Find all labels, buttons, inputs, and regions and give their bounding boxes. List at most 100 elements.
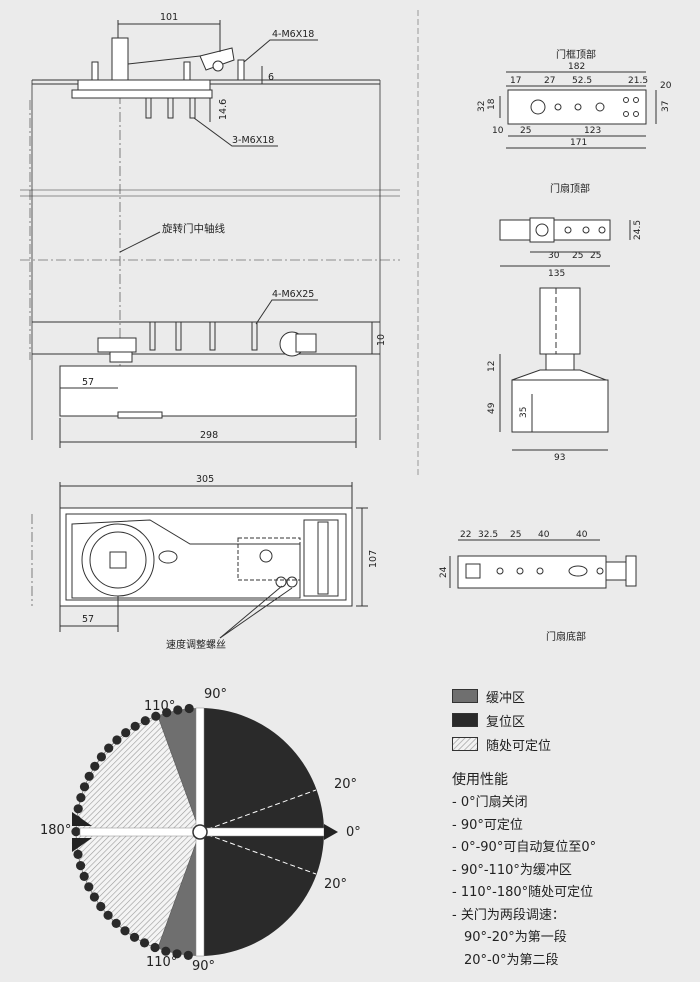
- leaf-bottom-dim-40a: 40: [538, 530, 550, 540]
- frame-dim-25: 25: [520, 126, 531, 136]
- angle-90-bottom: 90°: [192, 959, 215, 974]
- angle-0: 0°: [346, 825, 361, 840]
- dim-3-m6x18: 3-M6X18: [232, 135, 274, 146]
- frame-dim-10: 10: [492, 126, 504, 136]
- leaf-bottom-title: 门扇底部: [546, 630, 586, 643]
- dim-107: 107: [368, 550, 379, 568]
- swing-dot: [139, 938, 150, 948]
- swing-dot: [129, 932, 140, 942]
- angle-20-top: 20°: [334, 777, 357, 792]
- speed-screw-label: 速度调整螺丝: [166, 638, 226, 651]
- buffer-swatch: [452, 689, 478, 703]
- dim-14-6: 14.6: [218, 99, 229, 120]
- angle-90-top: 90°: [204, 687, 227, 702]
- legend: 缓冲区 复位区 随处可定位 使用性能 - 0°门扇关闭 - 90°可定位 - 0…: [452, 684, 692, 972]
- leaf-bottom-dim-25: 25: [510, 530, 521, 540]
- frame-top-title: 门框顶部: [556, 48, 596, 61]
- dim-305: 305: [196, 474, 214, 485]
- swing-dot: [183, 950, 193, 961]
- swing-dot: [71, 827, 81, 837]
- section-dim-12: 12: [487, 361, 497, 372]
- swing-dot: [112, 735, 122, 745]
- swing-dot: [173, 705, 183, 715]
- frame-dim-32: 32: [477, 101, 487, 112]
- legend-buffer-label: 缓冲区: [486, 690, 526, 706]
- swing-dot: [96, 752, 106, 762]
- swing-dot: [104, 743, 114, 753]
- buffer-zone-lower: [157, 832, 200, 956]
- swing-dot: [111, 918, 121, 929]
- swing-angle-diagram: [71, 703, 338, 961]
- section-dim-49: 49: [487, 402, 497, 414]
- usage-item: 20°-0°为第二段: [464, 952, 559, 968]
- leaf-bottom-view: [449, 539, 637, 589]
- frame-dim-37: 37: [661, 101, 671, 112]
- front-elevation-view: [20, 20, 400, 448]
- swing-dot: [79, 782, 90, 792]
- leaf-top-title: 门扇顶部: [550, 182, 590, 195]
- dim-6: 6: [268, 72, 274, 83]
- swing-dot: [161, 946, 171, 956]
- swing-dot: [84, 882, 94, 892]
- dim-101: 101: [160, 12, 178, 23]
- leaf-bottom-dim-40b: 40: [576, 530, 588, 540]
- leaf-top-dim-24-5: 24.5: [633, 220, 643, 240]
- frame-dim-18: 18: [487, 98, 497, 110]
- random-swatch: [452, 737, 478, 751]
- usage-item: - 90°可定位: [452, 817, 523, 833]
- swing-dot: [151, 711, 161, 721]
- dim-298: 298: [200, 430, 218, 441]
- swing-dot: [79, 871, 89, 882]
- leaf-top-dim-135: 135: [548, 269, 565, 279]
- legend-buffer: 缓冲区: [452, 684, 692, 708]
- leaf-top-view: [499, 217, 631, 267]
- leaf-top-dim-25a: 25: [572, 251, 583, 261]
- leaf-bottom-dim-32-5: 32.5: [478, 530, 498, 540]
- leaf-bottom-dim-22: 22: [460, 530, 471, 540]
- leaf-top-dim-30: 30: [548, 251, 560, 261]
- swing-dot: [184, 703, 194, 714]
- frame-dim-52-5: 52.5: [572, 76, 592, 86]
- section-dim-93: 93: [554, 453, 565, 463]
- angle-20-bottom: 20°: [324, 877, 347, 892]
- section-dim-35: 35: [519, 407, 529, 418]
- swing-dot: [140, 716, 150, 726]
- legend-reset-label: 复位区: [486, 714, 526, 730]
- usage-item: - 0°-90°可自动复位至0°: [452, 840, 597, 855]
- usage-item: - 90°-110°为缓冲区: [452, 862, 572, 878]
- frame-dim-17: 17: [510, 76, 521, 86]
- legend-reset: 复位区: [452, 708, 692, 732]
- usage-item: - 关门为两段调速：: [452, 907, 565, 923]
- leaf-bottom-dim-24: 24: [439, 566, 449, 578]
- frame-dim-21-5: 21.5: [628, 76, 648, 86]
- swing-dot: [73, 804, 83, 814]
- frame-dim-27: 27: [544, 76, 555, 86]
- legend-random: 随处可定位: [452, 732, 692, 756]
- swing-dot: [121, 728, 131, 738]
- swing-dot: [120, 926, 130, 936]
- swing-dots: [71, 703, 194, 961]
- swing-dot: [76, 793, 86, 803]
- dim-4-m6x25: 4-M6X25: [272, 289, 314, 300]
- usage-item: - 110°-180°随处可定位: [452, 885, 594, 900]
- dim-4-m6x18: 4-M6X18: [272, 29, 314, 40]
- swing-dot: [162, 708, 172, 718]
- plan-view: [31, 482, 368, 639]
- usage-item: 90°-20°为第一段: [464, 930, 567, 945]
- angle-110-bottom: 110°: [146, 955, 177, 970]
- swing-dot: [130, 721, 140, 731]
- swing-dot: [103, 910, 113, 920]
- frame-dim-123: 123: [584, 126, 601, 136]
- swing-dot: [172, 949, 182, 959]
- swing-dot: [150, 942, 160, 953]
- dim-57-plan: 57: [82, 614, 94, 625]
- swing-dot: [96, 901, 106, 912]
- reset-swatch: [452, 713, 478, 727]
- usage-list: - 0°门扇关闭 - 90°可定位 - 0°-90°可自动复位至0° - 90°…: [452, 792, 692, 972]
- legend-random-label: 随处可定位: [486, 738, 552, 754]
- dim-57-front: 57: [82, 377, 94, 388]
- swing-dot: [73, 849, 83, 860]
- angle-180: 180°: [40, 823, 71, 838]
- usage-item: - 0°门扇关闭: [452, 795, 528, 810]
